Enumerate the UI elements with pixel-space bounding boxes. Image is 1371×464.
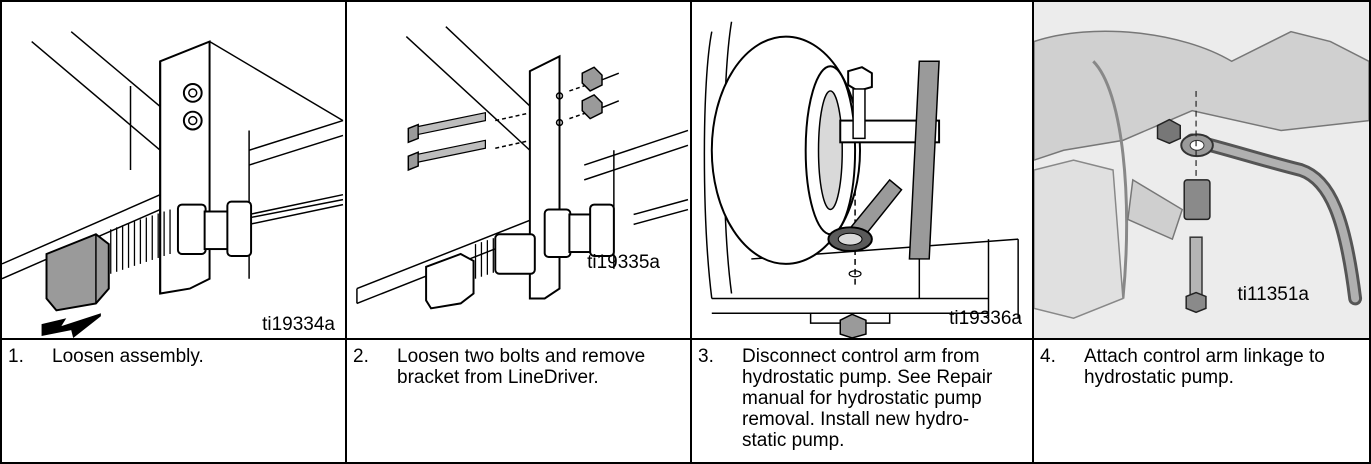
figure-cell-2: ti19335a (345, 0, 692, 340)
figure-cell-1: ti19334a (0, 0, 347, 340)
figure-id-label: ti11351a (1237, 284, 1310, 305)
step-number: 4. (1040, 346, 1056, 367)
figure-loosen-assembly (2, 31, 344, 338)
step-number: 2. (353, 346, 369, 367)
figure-id-label: ti19335a (587, 252, 660, 273)
step-text: Loosen two bolts and remove bracket from… (397, 346, 646, 388)
step-number: 3. (698, 346, 714, 367)
figure-id-label: ti19336a (949, 308, 1022, 329)
step-cell-4: 4. Attach control arm linkage to hydrost… (1032, 338, 1371, 464)
step-cell-3: 3. Disconnect control arm from hydrostat… (690, 338, 1034, 464)
figure-cell-4: ti11351a (1032, 0, 1371, 340)
figure-remove-bracket (356, 26, 689, 310)
figure-id-label: ti19334a (262, 314, 335, 335)
step-number: 1. (8, 346, 24, 367)
step-text: Disconnect control arm from hydrostatic … (742, 346, 993, 451)
figure-attach-linkage (1034, 2, 1369, 338)
step-cell-1: 1. Loosen assembly. (0, 338, 347, 464)
figure-cell-3: ti19336a (690, 0, 1034, 340)
step-cell-2: 2. Loosen two bolts and remove bracket f… (345, 338, 692, 464)
figure-disconnect-control-arm (703, 21, 1019, 338)
step-text: Attach control arm linkage to hydrostati… (1084, 346, 1325, 388)
step-text: Loosen assembly. (52, 346, 204, 367)
